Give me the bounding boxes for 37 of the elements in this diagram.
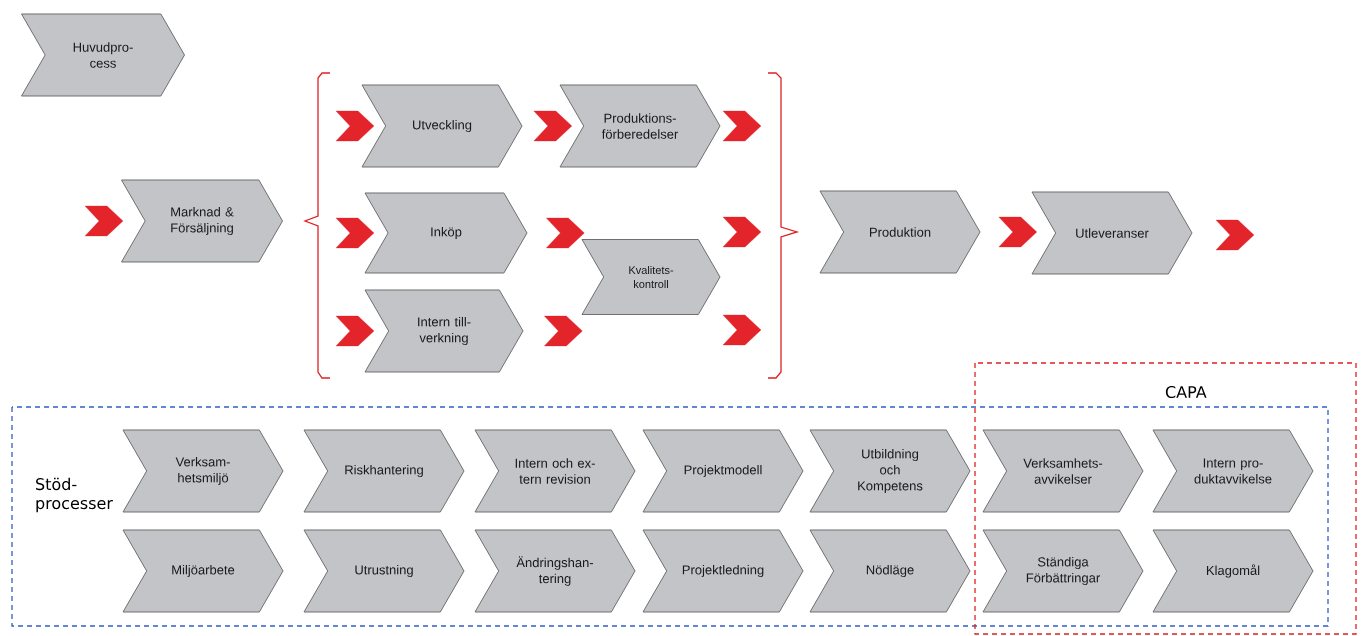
chevron-box: Intern pro- duktavvikelse <box>1152 429 1314 513</box>
chevron-box: Miljöarbete <box>122 529 284 613</box>
chevron-box: Produktion <box>819 190 981 274</box>
chevron-box: Ständiga Förbättringar <box>982 529 1144 613</box>
chevron-arrow <box>335 110 375 142</box>
chevron-box: Marknad & Försäljning <box>121 179 283 263</box>
chevron-box: Verksamhets- avvikelser <box>982 429 1144 513</box>
chevron-box: Verksam- hetsmiljö <box>122 429 284 513</box>
chevron-arrow <box>335 315 375 347</box>
chevron-box: Kvalitets- kontroll <box>581 239 721 315</box>
chevron-box: Klagomål <box>1152 529 1314 613</box>
chevron-box: Utveckling <box>361 84 523 168</box>
chevron-box: Utrustning <box>303 529 465 613</box>
chevron-box: Nödläge <box>809 529 971 613</box>
chevron-arrow <box>335 217 375 249</box>
chevron-arrow <box>722 110 762 142</box>
chevron-arrow <box>546 217 585 249</box>
chevron-box: Intern till- verkning <box>364 289 524 373</box>
chevron-box: Huvudpro- cess <box>21 13 185 97</box>
chevron-arrow <box>544 315 583 347</box>
chevron-arrow <box>84 205 124 237</box>
chevron-box: Inköp <box>364 192 528 274</box>
frame-label: Stöd- processer <box>36 477 113 513</box>
chevron-arrow <box>1215 219 1255 251</box>
chevron-box: Intern och ex- tern revision <box>474 429 636 513</box>
chevron-arrow <box>722 314 762 346</box>
chevron-arrow <box>533 110 572 142</box>
chevron-box: Produktions- förberedelser <box>559 84 721 168</box>
chevron-box: Utbildning och Kompetens <box>809 429 971 513</box>
chevron-box: Ändringshan- tering <box>474 529 636 613</box>
chevron-arrow <box>722 216 762 248</box>
chevron-box: Projektledning <box>642 529 804 613</box>
chevron-arrow <box>998 216 1037 248</box>
chevron-box: Utleveranser <box>1031 191 1193 275</box>
chevron-box: Projektmodell <box>642 429 804 513</box>
frame-label: CAPA <box>1165 385 1207 399</box>
chevron-box: Riskhantering <box>303 429 465 513</box>
